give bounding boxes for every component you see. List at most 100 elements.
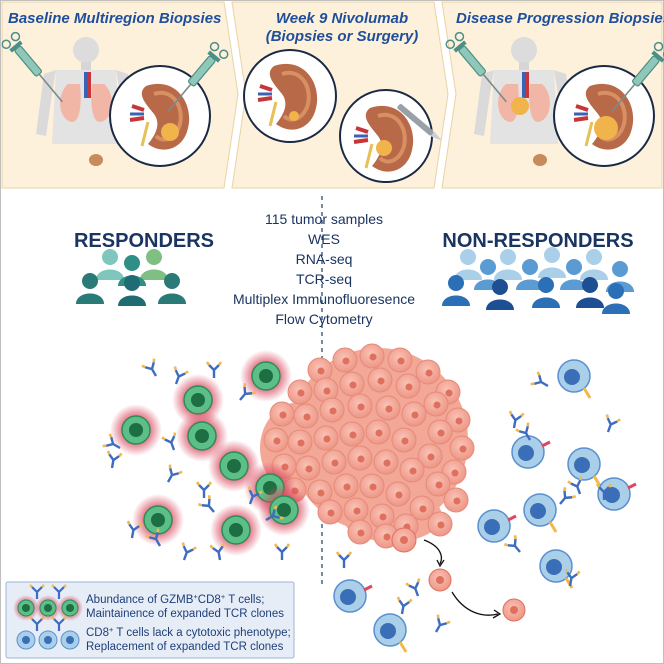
antibody-icon: [205, 361, 223, 378]
antibody-icon: [265, 505, 284, 522]
tumor-lesion: [594, 116, 618, 140]
tumor-lesion: [511, 97, 529, 115]
cd8-t-cell-icon: [110, 404, 162, 456]
tumor-cell-icon: [417, 443, 443, 469]
tumor-cell-icon: [293, 403, 319, 429]
t-cell-icon: [333, 579, 373, 613]
tumor-cell-icon: [347, 445, 373, 471]
legend-nonresponder-cells-icon: [16, 615, 80, 650]
antibody-icon: [503, 535, 521, 553]
antibody-icon: [166, 464, 183, 483]
tumor-cell-icon: [427, 419, 453, 445]
tumor-cell-icon: [409, 495, 435, 521]
tumor-cell-icon: [373, 449, 399, 475]
tumor-cell-icon: [317, 499, 343, 525]
tumor-cell-icon: [369, 503, 395, 529]
tumor-cell-icon: [321, 449, 347, 475]
cd8-t-cell-icon: [258, 484, 310, 536]
method-item: Multiplex Immunofluoresence: [233, 291, 415, 307]
migration-arrow: [423, 539, 443, 565]
tumor-cell-icon: [359, 473, 385, 499]
tumor-lesion: [289, 111, 299, 121]
t-cell-icon: [539, 549, 574, 589]
cd8-t-cell-icon: [240, 350, 292, 402]
tumor-cell-icon: [287, 379, 313, 405]
tumor-cell-icon: [445, 407, 471, 433]
tumor-cell-icon: [401, 401, 427, 427]
tumor-cell-icon: [339, 371, 365, 397]
antibody-icon: [173, 366, 189, 385]
kidney-small-icon: [533, 154, 547, 166]
tumor-cell-icon: [428, 568, 452, 592]
tumor-cell-icon: [359, 343, 385, 369]
tumor-cell-icon: [263, 427, 289, 453]
t-cells-non-responders: [333, 359, 637, 653]
antibody-icon: [145, 528, 162, 547]
tumor-cell-icon: [385, 481, 411, 507]
antibody-icon: [247, 486, 263, 505]
tumor-cell-icon: [449, 435, 475, 461]
non-responders-heading: NON-RESPONDERS: [442, 230, 633, 252]
panel-week9: Week 9 Nivolumab (Biopsies or Surgery): [231, 1, 449, 189]
antibodies: [102, 358, 621, 633]
t-cell-icon: [373, 613, 408, 653]
antibody-icon: [209, 542, 226, 561]
antibody-icon: [595, 483, 613, 500]
method-item: WES: [308, 231, 340, 247]
antibody-icon: [197, 495, 215, 513]
tumor-lesion: [161, 123, 179, 141]
tumor-cell-icon: [347, 519, 373, 545]
tumor-cell-icon: [365, 419, 391, 445]
method-item: RNA-seq: [296, 251, 353, 267]
t-cell-icon: [567, 447, 602, 487]
tumor-cell-icon: [339, 421, 365, 447]
cd8-t-cells-responders: [110, 350, 310, 556]
antibody-icon: [335, 551, 353, 568]
method-item: Flow Cytometry: [275, 311, 372, 327]
antibody-icon: [141, 358, 158, 377]
antibody-icon: [559, 487, 577, 505]
tumor-cell-icon: [375, 395, 401, 421]
tumor-cell-icon: [502, 598, 526, 622]
legend-nonresponder-line1: CD8+ T cells lack a cytotoxic phenotype;: [86, 625, 291, 639]
t-cell-icon: [523, 493, 558, 533]
antibody-icon: [396, 596, 413, 615]
tumor-cell-icon: [391, 527, 417, 553]
tumor-cell-icon: [313, 425, 339, 451]
antibody-icon: [181, 542, 197, 561]
tumor-cell-icon: [287, 429, 313, 455]
tumor-cell-icon: [343, 497, 369, 523]
panel-baseline: Baseline Multiregion Biopsies: [0, 1, 239, 189]
tumor-lesion: [376, 140, 392, 156]
scalpel-icon: [397, 104, 443, 141]
antibody-icon: [273, 543, 291, 560]
responders-heading: RESPONDERS: [74, 230, 214, 252]
tumor-cell-icon: [332, 347, 358, 373]
tumor-cell-icon: [269, 401, 295, 427]
t-cell-icon: [511, 435, 551, 469]
tumor-cell-icon: [423, 391, 449, 417]
legend-responder-line2: Maintainence of expanded TCR clones: [86, 608, 284, 620]
tumor-cell-icon: [307, 479, 333, 505]
panel-week9-title-line1: Week 9 Nivolumab: [276, 10, 408, 27]
tumor-cell-icon: [399, 457, 425, 483]
tumor-cell-icon: [313, 377, 339, 403]
tumor-mass: [260, 343, 475, 549]
tumor-cell-icon: [395, 373, 421, 399]
tumor-cell-icon: [387, 347, 413, 373]
tumor-cell-icon: [415, 359, 441, 385]
cd8-t-cell-icon: [132, 494, 184, 546]
panel-progression: Disease Progression Biopsies: [441, 1, 664, 189]
t-cell-icon: [477, 509, 517, 543]
migration-arrow: [451, 591, 499, 616]
tumor-cell-icon: [347, 393, 373, 419]
antibody-icon: [239, 383, 257, 401]
method-item: 115 tumor samples: [265, 211, 383, 227]
tumor-cell-icon: [367, 367, 393, 393]
antibody-icon: [102, 433, 121, 450]
tumor-cell-icon: [443, 487, 469, 513]
tumor-cell-icon: [319, 397, 345, 423]
legend-responder-line1: Abundance of GZMB+CD8+ T cells;: [86, 592, 264, 606]
